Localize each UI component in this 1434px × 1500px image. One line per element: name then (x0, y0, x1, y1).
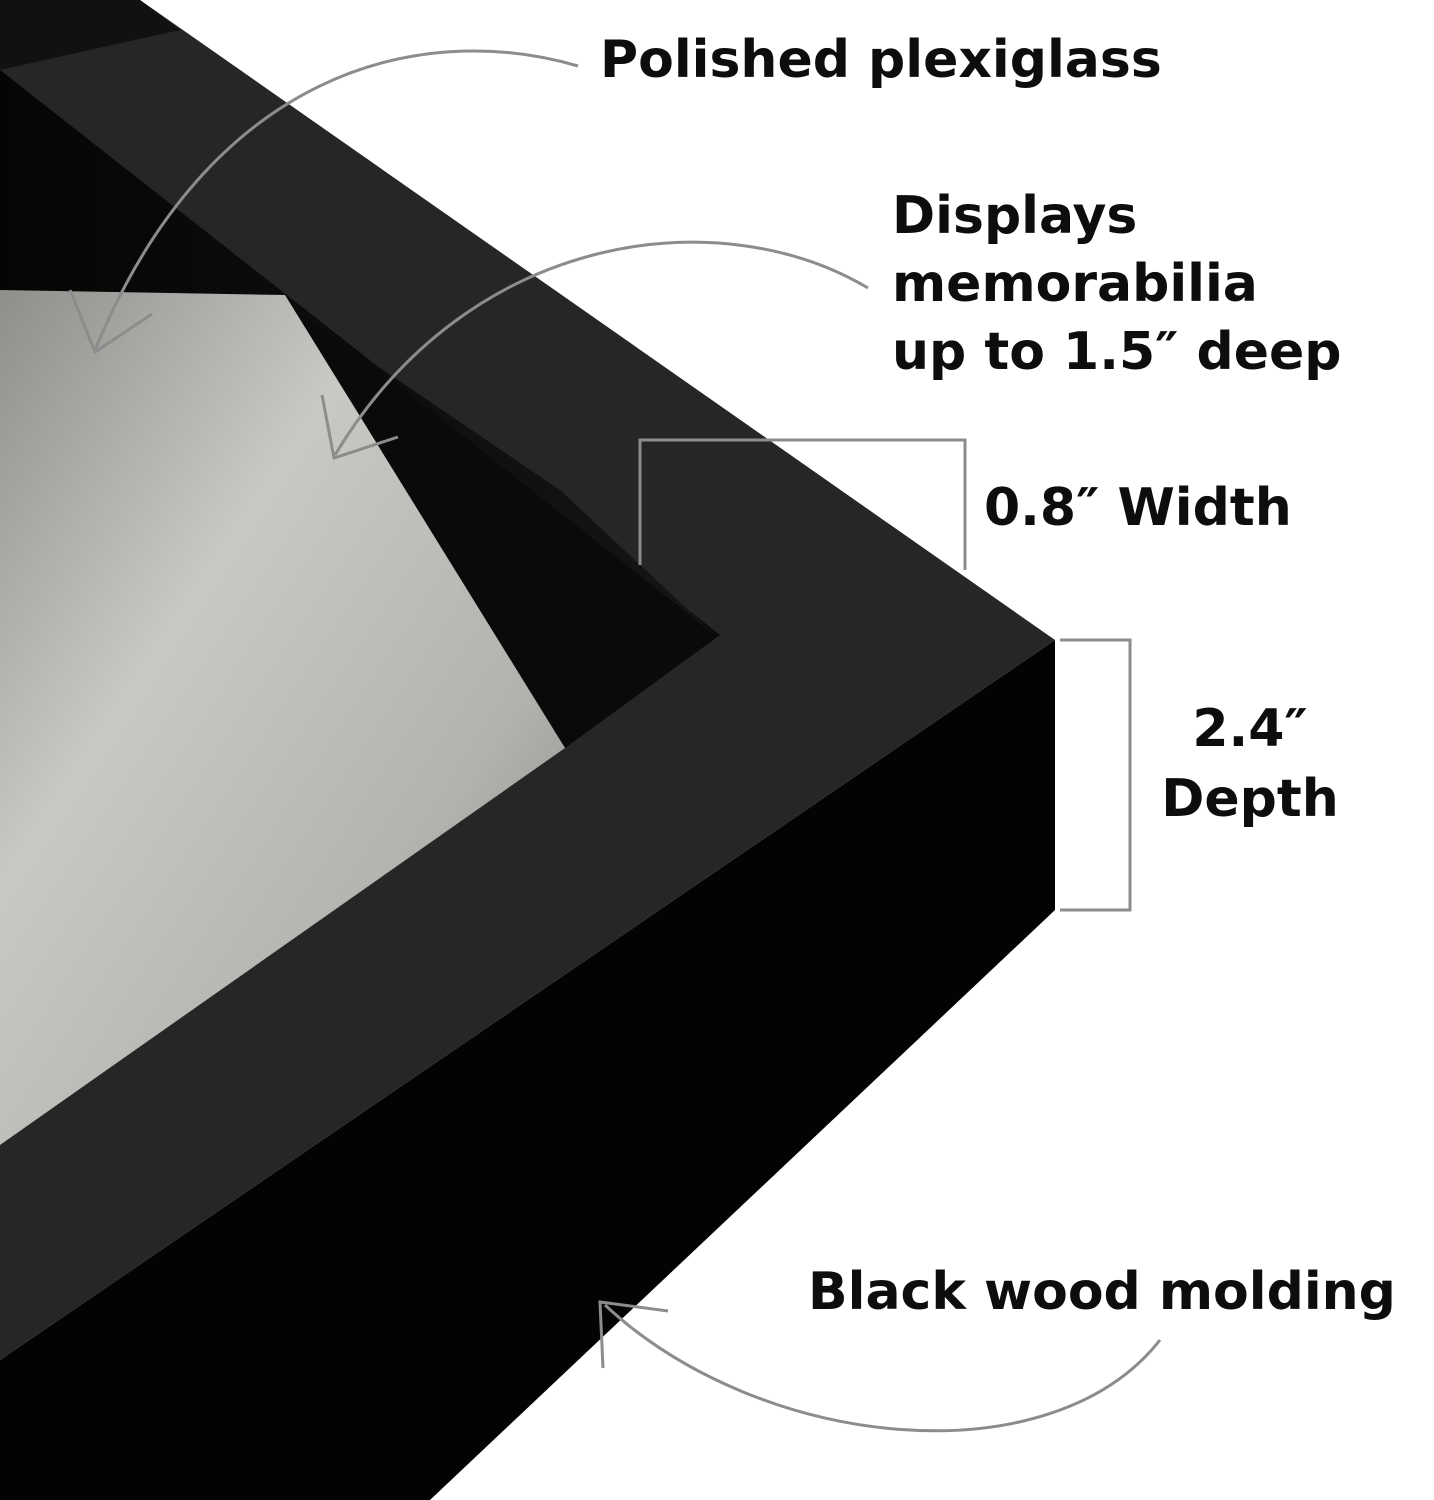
glass-reflection (0, 70, 715, 635)
label-depth-word: Depth (1161, 769, 1339, 829)
label-memorabilia-depth: Displays memorabilia up to 1.5″ deep (892, 182, 1341, 386)
label-memorabilia-line2: memorabilia (892, 254, 1258, 314)
label-depth-value: 2.4″ (1192, 699, 1308, 759)
frame-side-face (0, 640, 1055, 1500)
label-memorabilia-line1: Displays (892, 186, 1138, 246)
frame-top-edge (0, 0, 180, 70)
pointer-memorabilia (333, 240, 869, 456)
arrowhead-plexiglass-icon (68, 289, 153, 355)
arrowhead-molding-icon (598, 1300, 669, 1369)
pointer-plexiglass (93, 49, 579, 351)
label-black-wood-molding: Black wood molding (808, 1262, 1396, 1322)
arrowhead-memorabilia-icon (320, 394, 399, 460)
backing-board (0, 290, 565, 1145)
pointer-molding (603, 1303, 1162, 1433)
label-width: 0.8″ Width (984, 478, 1292, 538)
label-depth: 2.4″ Depth (1150, 694, 1350, 834)
label-memorabilia-line3: up to 1.5″ deep (892, 322, 1342, 382)
bracket-width (638, 438, 967, 570)
bracket-depth (1060, 638, 1132, 912)
label-polished-plexiglass: Polished plexiglass (600, 30, 1162, 90)
